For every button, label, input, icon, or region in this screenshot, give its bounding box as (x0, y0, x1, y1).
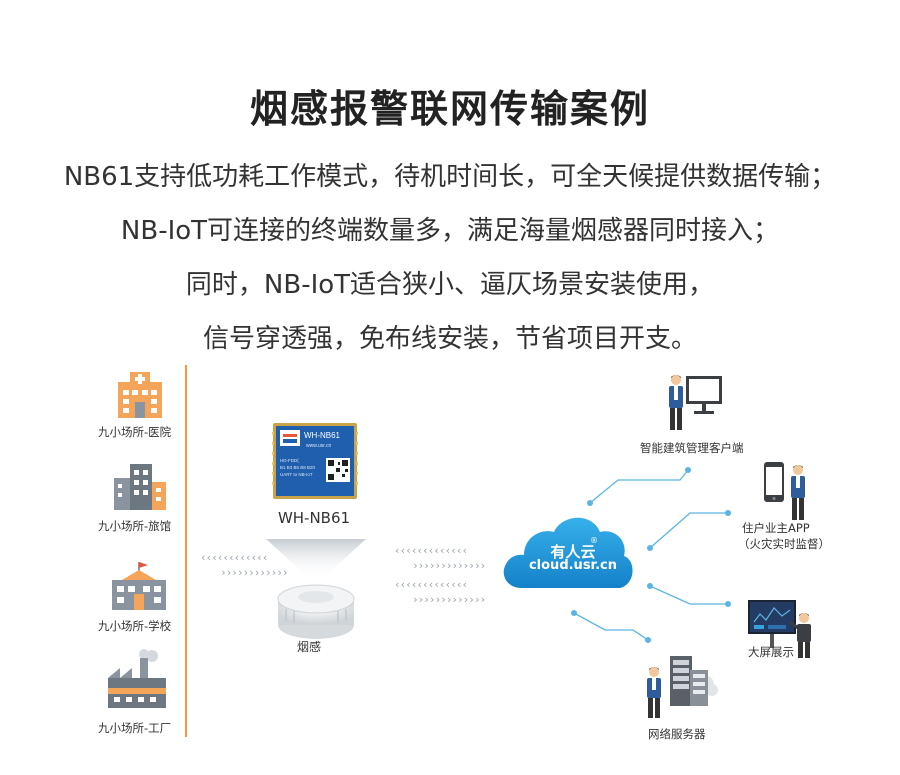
chip-line: UART to NB-IoT (280, 472, 313, 477)
site-label-hospital: 九小场所-医院 (98, 425, 172, 439)
chip-url: www.usr.cn (306, 443, 332, 449)
hospital-icon (118, 372, 162, 418)
signal-beam (266, 539, 366, 579)
endpoint-sublabel-app: （火灾实时监督） (738, 537, 830, 551)
module-caption: WH-NB61 (277, 509, 351, 527)
site-label-hotel: 九小场所-旅馆 (98, 519, 172, 533)
arrow-right: ›››››››››››› (220, 566, 288, 579)
arrow-left: ‹‹‹‹‹‹‹‹‹‹‹‹‹ (394, 544, 468, 557)
endpoint-label-server: 网络服务器 (648, 727, 706, 741)
chip-line: HD-FDD( (280, 458, 299, 463)
factory-icon (108, 649, 166, 708)
cloud-name: 有人云 (550, 543, 596, 561)
arrow-left: ‹‹‹‹‹‹‹‹‹‹‹‹ (200, 551, 268, 564)
school-icon (112, 562, 166, 610)
site-label-factory: 九小场所-工厂 (98, 721, 172, 735)
cloud-registered-mark: ® (590, 536, 598, 545)
big-screen-icon (748, 600, 811, 658)
smoke-detector (266, 539, 366, 639)
arrow-right: ››››››››››››› (412, 559, 486, 572)
monitor-presenter-icon (669, 375, 722, 430)
page-title: 烟感报警联网传输案例 (249, 87, 650, 131)
link-client (589, 469, 689, 504)
description: NB61支持低功耗工作模式，待机时间长，可全天候提供数据传输； NB-IoT可连… (0, 150, 900, 366)
arrow-left: ‹‹‹‹‹‹‹‹‹‹‹‹‹ (394, 578, 468, 591)
orange-divider (185, 365, 187, 737)
description-line: NB61支持低功耗工作模式，待机时间长，可全天候提供数据传输； (63, 162, 837, 192)
nb-module-chip: WH-NB61 www.usr.cn HD-FDD( B1 B3 B5 B8 B… (272, 423, 358, 499)
cloud-url: cloud.usr.cn (528, 558, 618, 573)
link-app (649, 512, 728, 549)
server-icon (647, 656, 718, 718)
chip-title: WH-NB61 (304, 431, 341, 440)
description-line: 同时，NB-IoT适合狭小、逼仄场景安装使用， (185, 270, 715, 300)
chip-line: B1 B3 B5 B8 B20 (280, 465, 316, 470)
description-line: 信号穿透强，免布线安装，节省项目开支。 (202, 324, 697, 354)
endpoint-label-app: 住户业主APP (742, 521, 810, 535)
link-server (573, 612, 649, 641)
arrow-right: ››››››››››››› (412, 593, 486, 606)
endpoint-label-screen: 大屏展示 (748, 645, 794, 659)
sensor-label: 烟感 (297, 640, 322, 654)
endpoint-label-client: 智能建筑管理客户端 (640, 441, 744, 455)
description-line: NB-IoT可连接的终端数量多，满足海量烟感器同时接入； (120, 216, 780, 246)
hotel-icon (114, 464, 166, 510)
phone-user-icon (764, 462, 805, 520)
cloud-icon (503, 517, 633, 588)
site-label-school: 九小场所-学校 (98, 619, 172, 633)
link-screen (649, 585, 728, 605)
